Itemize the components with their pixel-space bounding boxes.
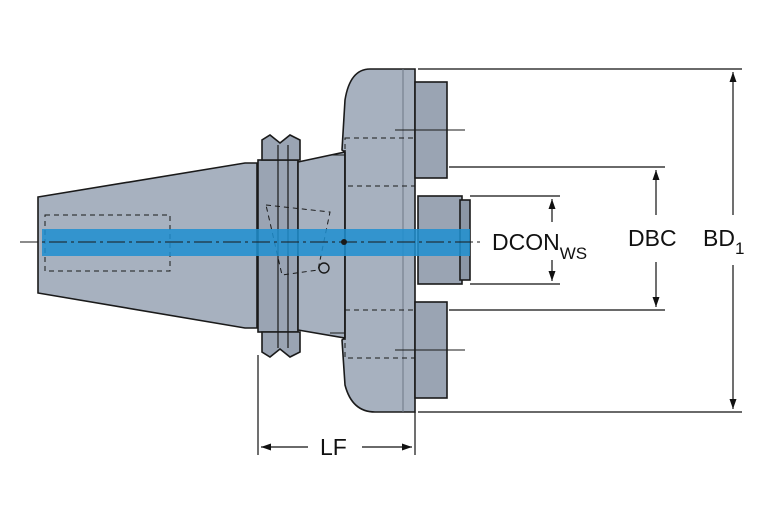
lf-label: LF	[320, 434, 347, 460]
coolant-channel	[20, 229, 480, 256]
coolant-plug-mark	[318, 262, 330, 274]
dbc-label: DBC	[628, 225, 677, 251]
center-marks	[330, 129, 465, 351]
dcon-label: DCONWS	[492, 229, 587, 263]
dimension-lines	[257, 68, 742, 455]
bd-label: BD1	[703, 225, 744, 258]
hole-mark	[341, 239, 347, 245]
flange-top-ridge	[261, 134, 301, 161]
flange-bottom-ridge	[261, 331, 301, 358]
